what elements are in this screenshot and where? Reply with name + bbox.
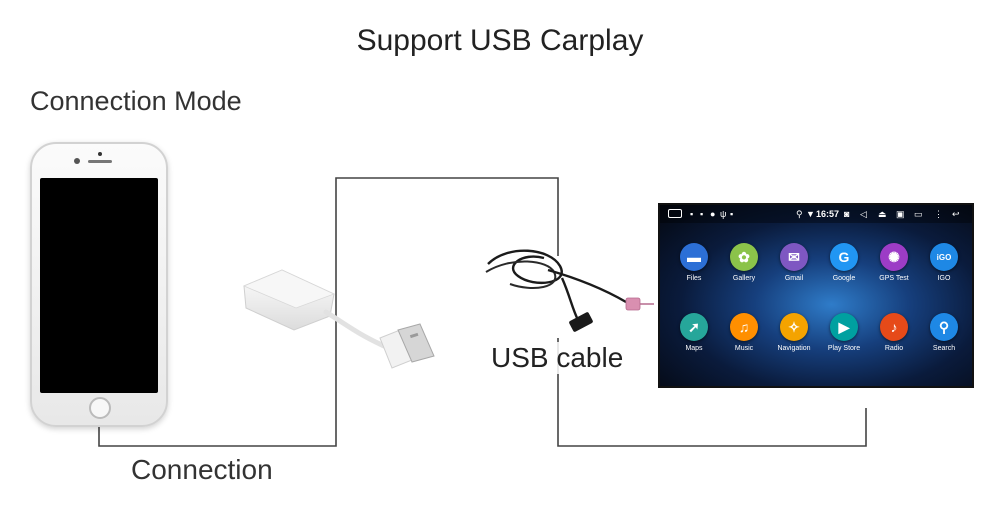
usb-female-socket	[569, 312, 593, 332]
notification-icon: ▪	[700, 209, 704, 219]
app-label: Search	[932, 345, 956, 352]
app-play-store[interactable]: ▶ Play Store	[819, 313, 869, 363]
app-label: GPS Test	[879, 275, 909, 282]
app-label: Gmail	[784, 275, 804, 282]
app-search[interactable]: ⚲ Search	[919, 313, 969, 363]
volume-icon[interactable]: ◁	[860, 209, 867, 219]
head-unit-screen: ▪ ▪ ● ψ ▪ ⚲ ▼ 16:57 ◙ ◁ ⏏ ▣ ▭ ⋮ ↩ ▬ Files…	[660, 205, 972, 386]
usb-plug-connector	[397, 323, 435, 363]
app-igo[interactable]: iGO IGO	[919, 243, 969, 293]
usb-icon: ψ	[720, 209, 727, 219]
usb-cable-label: USB cable	[489, 342, 626, 374]
app-gmail[interactable]: ✉ Gmail	[769, 243, 819, 293]
home-icon[interactable]	[668, 209, 682, 218]
iphone-illustration	[30, 142, 168, 427]
google-icon: G	[830, 243, 858, 271]
window-icon[interactable]: ▣	[896, 209, 905, 219]
app-label: Files	[686, 275, 702, 282]
search-icon: ⚲	[930, 313, 958, 341]
cable-coil-loop	[487, 249, 563, 284]
app-google[interactable]: G Google	[819, 243, 869, 293]
phone-screen	[40, 178, 158, 393]
cable-to-head-unit-wire	[557, 338, 867, 447]
carplay-dongle-illustration	[242, 269, 435, 369]
connection-label: Connection	[131, 454, 273, 485]
dongle-cord	[323, 309, 387, 349]
app-files[interactable]: ▬ Files	[669, 243, 719, 293]
cable-main-run	[547, 268, 627, 304]
sd-card-icon: ▪	[730, 209, 734, 219]
image-notification-icon: ▪	[690, 209, 694, 219]
app-maps[interactable]: ➚ Maps	[669, 313, 719, 363]
cable-coil-loop-2	[485, 260, 557, 289]
pink-connector	[625, 297, 641, 311]
app-label: Gallery	[732, 275, 756, 282]
app-label: IGO	[937, 275, 951, 282]
app-label: Navigation	[777, 345, 811, 352]
app-label: Google	[832, 275, 856, 282]
wifi-icon: ▼	[806, 209, 815, 219]
back-icon[interactable]: ↩	[952, 209, 960, 219]
app-gallery[interactable]: ✿ Gallery	[719, 243, 769, 293]
connection-mode-heading: Connection Mode	[30, 86, 242, 116]
phone-sensor	[98, 152, 102, 156]
dongle-top	[242, 269, 336, 309]
play-store-icon: ▶	[830, 313, 858, 341]
app-music[interactable]: ♫ Music	[719, 313, 769, 363]
camera-icon[interactable]: ◙	[844, 209, 850, 219]
app-label: Play Store	[827, 345, 861, 352]
palette-icon: ✿	[730, 243, 758, 271]
radio-icon: ♪	[880, 313, 908, 341]
phone-camera	[74, 158, 80, 164]
android-icon: ●	[710, 209, 716, 219]
phone-speaker	[88, 160, 112, 163]
head-unit-display: ▪ ▪ ● ψ ▪ ⚲ ▼ 16:57 ◙ ◁ ⏏ ▣ ▭ ⋮ ↩ ▬ Files…	[658, 203, 974, 388]
folder-icon: ▬	[680, 243, 708, 271]
location-icon: ⚲	[796, 209, 803, 219]
eject-icon[interactable]: ⏏	[878, 209, 887, 219]
app-label: Maps	[685, 345, 703, 352]
app-gps-test[interactable]: ✺ GPS Test	[869, 243, 919, 293]
page-title: Support USB Carplay	[356, 24, 644, 57]
music-icon: ♫	[730, 313, 758, 341]
cable-to-usb-socket	[560, 277, 580, 321]
app-label: Radio	[884, 345, 904, 352]
head-unit-clock: 16:57	[816, 209, 840, 219]
phone-to-dongle-wire	[98, 177, 559, 447]
menu-icon[interactable]: ⋮	[934, 209, 943, 219]
head-unit-status-bar: ▪ ▪ ● ψ ▪ ⚲ ▼ 16:57 ◙ ◁ ⏏ ▣ ▭ ⋮ ↩	[660, 205, 972, 223]
app-navigation[interactable]: ✧ Navigation	[769, 313, 819, 363]
maps-icon: ➚	[680, 313, 708, 341]
igo-icon: iGO	[930, 243, 958, 271]
compass-icon: ✧	[780, 313, 808, 341]
satellite-icon: ✺	[880, 243, 908, 271]
mail-icon: ✉	[780, 243, 808, 271]
recent-apps-icon[interactable]: ▭	[914, 209, 923, 219]
usb-cable-illustration	[485, 249, 654, 332]
phone-home-button	[89, 397, 111, 419]
usb-plug-contact	[409, 332, 419, 339]
app-label: Music	[734, 345, 754, 352]
app-radio[interactable]: ♪ Radio	[869, 313, 919, 363]
